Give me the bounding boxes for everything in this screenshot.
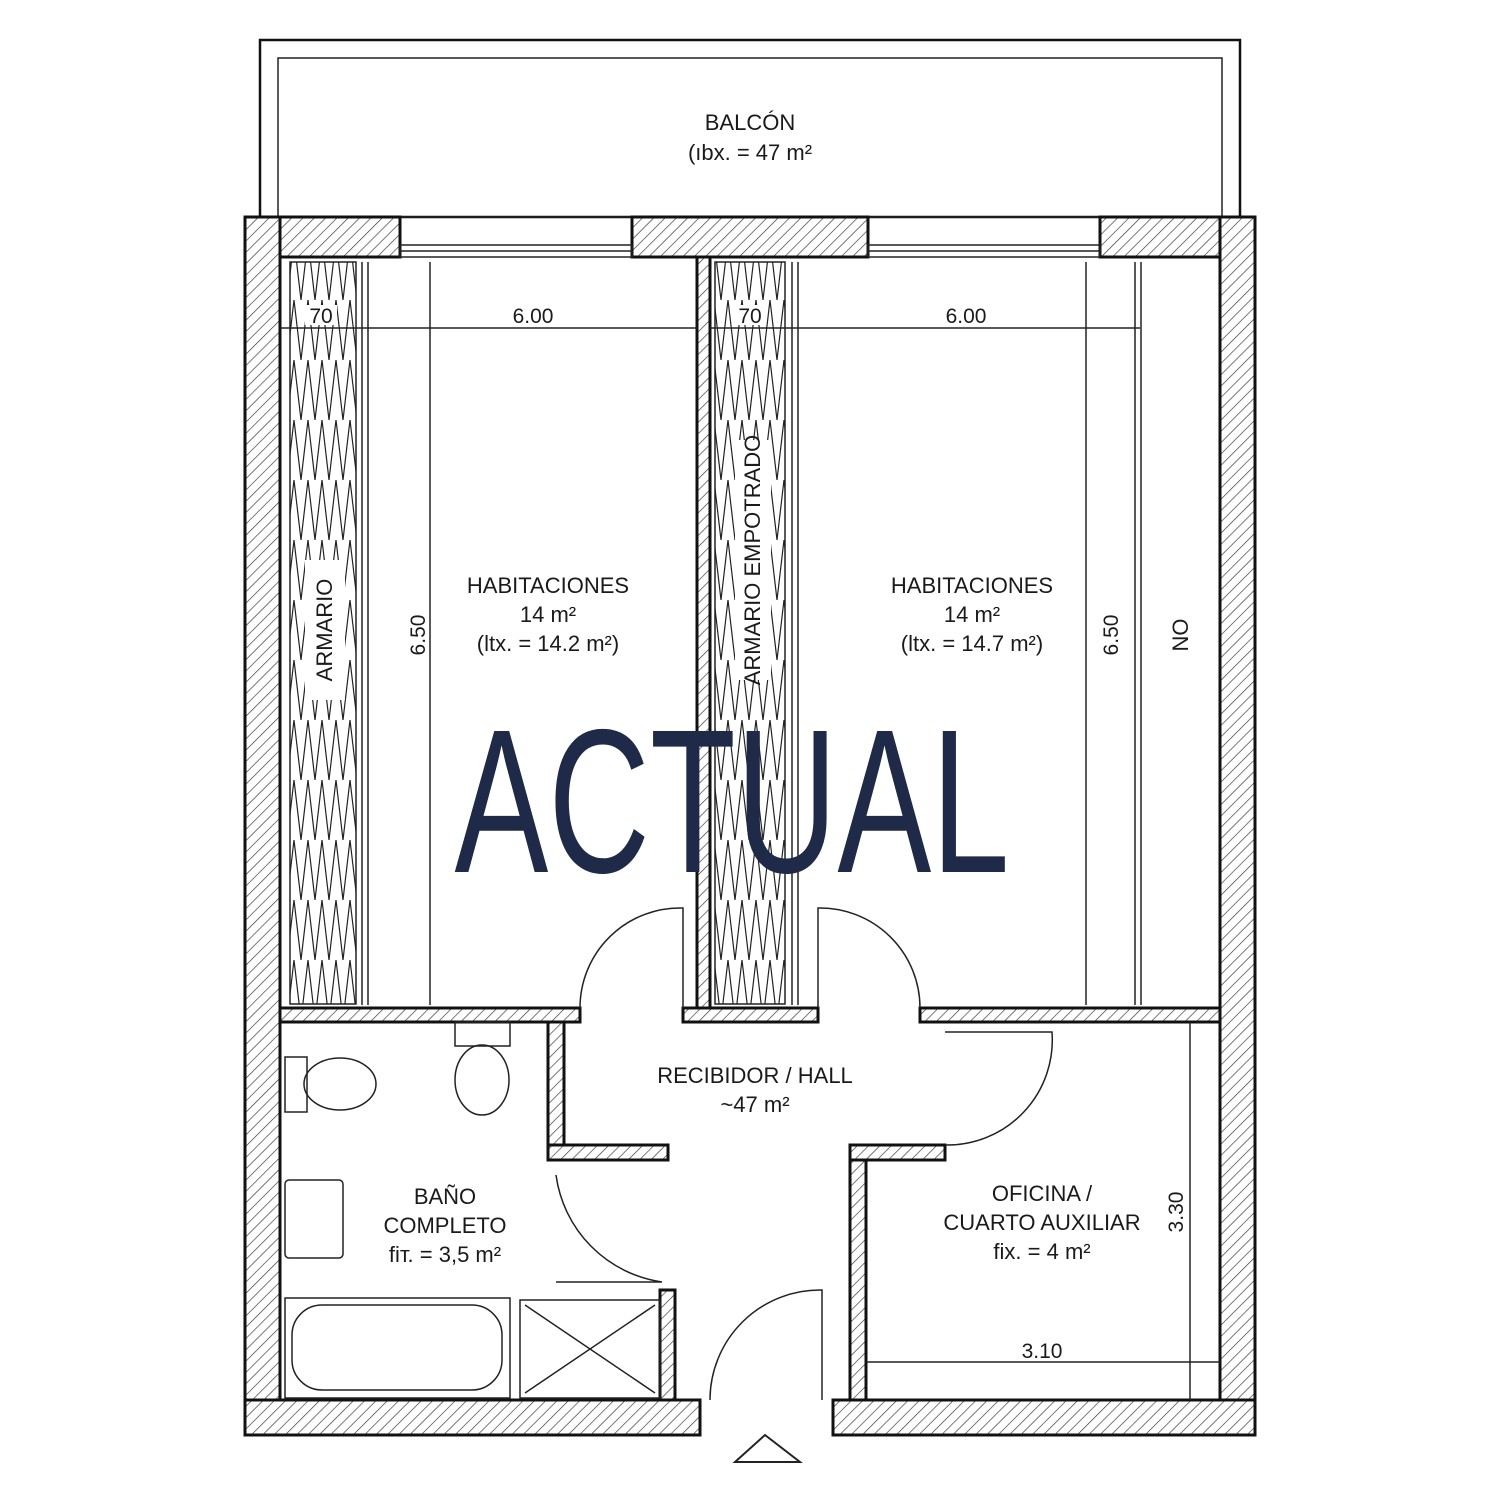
bathroom-fixtures bbox=[284, 1021, 661, 1399]
closet-left-label: ARMARIO bbox=[312, 579, 337, 682]
entrance-arrow-icon bbox=[732, 1433, 803, 1463]
doors bbox=[555, 907, 1054, 1401]
balcony-area: (ıbx. = 47 m² bbox=[688, 140, 812, 165]
shower-icon bbox=[519, 1299, 661, 1399]
office-name-2: CUARTO AUXILIAR bbox=[943, 1210, 1140, 1235]
bedroom-left-detail: (ltx. = 14.2 m²) bbox=[477, 631, 619, 656]
dim-bedroom-right-height: 6.50 bbox=[1100, 615, 1123, 656]
bedroom-left-area: 14 m² bbox=[520, 602, 576, 627]
closet-left: ARMARIO bbox=[289, 261, 357, 1005]
windows bbox=[399, 244, 1101, 258]
balcony: BALCÓN (ıbx. = 47 m² bbox=[258, 38, 1242, 219]
dim-bedroom-left-height: 6.50 bbox=[407, 615, 430, 656]
balcony-name: BALCÓN bbox=[705, 110, 795, 135]
sink-icon bbox=[284, 1179, 344, 1259]
office-name: OFICINA / bbox=[992, 1181, 1093, 1206]
dim-bedroom-right-width: 6.00 bbox=[946, 305, 987, 328]
right-side-label: NO bbox=[1168, 619, 1193, 652]
bedroom-right-area: 14 m² bbox=[944, 602, 1000, 627]
toilet-icon bbox=[303, 1057, 377, 1111]
bathroom-area: fiт. = 3,5 m² bbox=[389, 1242, 501, 1267]
closet-right: ARMARIO EMPOTRADO bbox=[714, 261, 786, 1005]
exterior-walls bbox=[243, 215, 1257, 1437]
dim-bedroom-left-width: 6.00 bbox=[513, 305, 554, 328]
dim-closet-left: 70 bbox=[309, 305, 332, 328]
hall-area: ~47 m² bbox=[720, 1092, 789, 1117]
bedroom-right-detail: (ltx. = 14.7 m²) bbox=[901, 631, 1043, 656]
interior-walls bbox=[278, 255, 1222, 1402]
bathroom-name: BAÑO bbox=[414, 1184, 476, 1209]
watermark-actual: ACTUAL bbox=[455, 687, 1010, 916]
bathroom-name-2: COMPLETO bbox=[383, 1213, 506, 1238]
toilet-tank-icon bbox=[284, 1056, 308, 1113]
bathtub-icon bbox=[284, 1297, 511, 1399]
dim-closet-right: 70 bbox=[738, 305, 761, 328]
dim-office-width: 3.10 bbox=[1022, 1340, 1063, 1363]
bedroom-right-name: HABITACIONES bbox=[891, 573, 1053, 598]
hall-name: RECIBIDOR / HALL bbox=[657, 1063, 853, 1088]
toilet-icon-2 bbox=[454, 1044, 510, 1116]
dim-office-height: 3.30 bbox=[1165, 1192, 1188, 1233]
dimension-lines bbox=[280, 262, 1220, 1400]
office-area: fix. = 4 m² bbox=[993, 1239, 1090, 1264]
bedroom-left-name: HABITACIONES bbox=[467, 573, 629, 598]
closet-right-label: ARMARIO EMPOTRADO bbox=[740, 435, 765, 686]
